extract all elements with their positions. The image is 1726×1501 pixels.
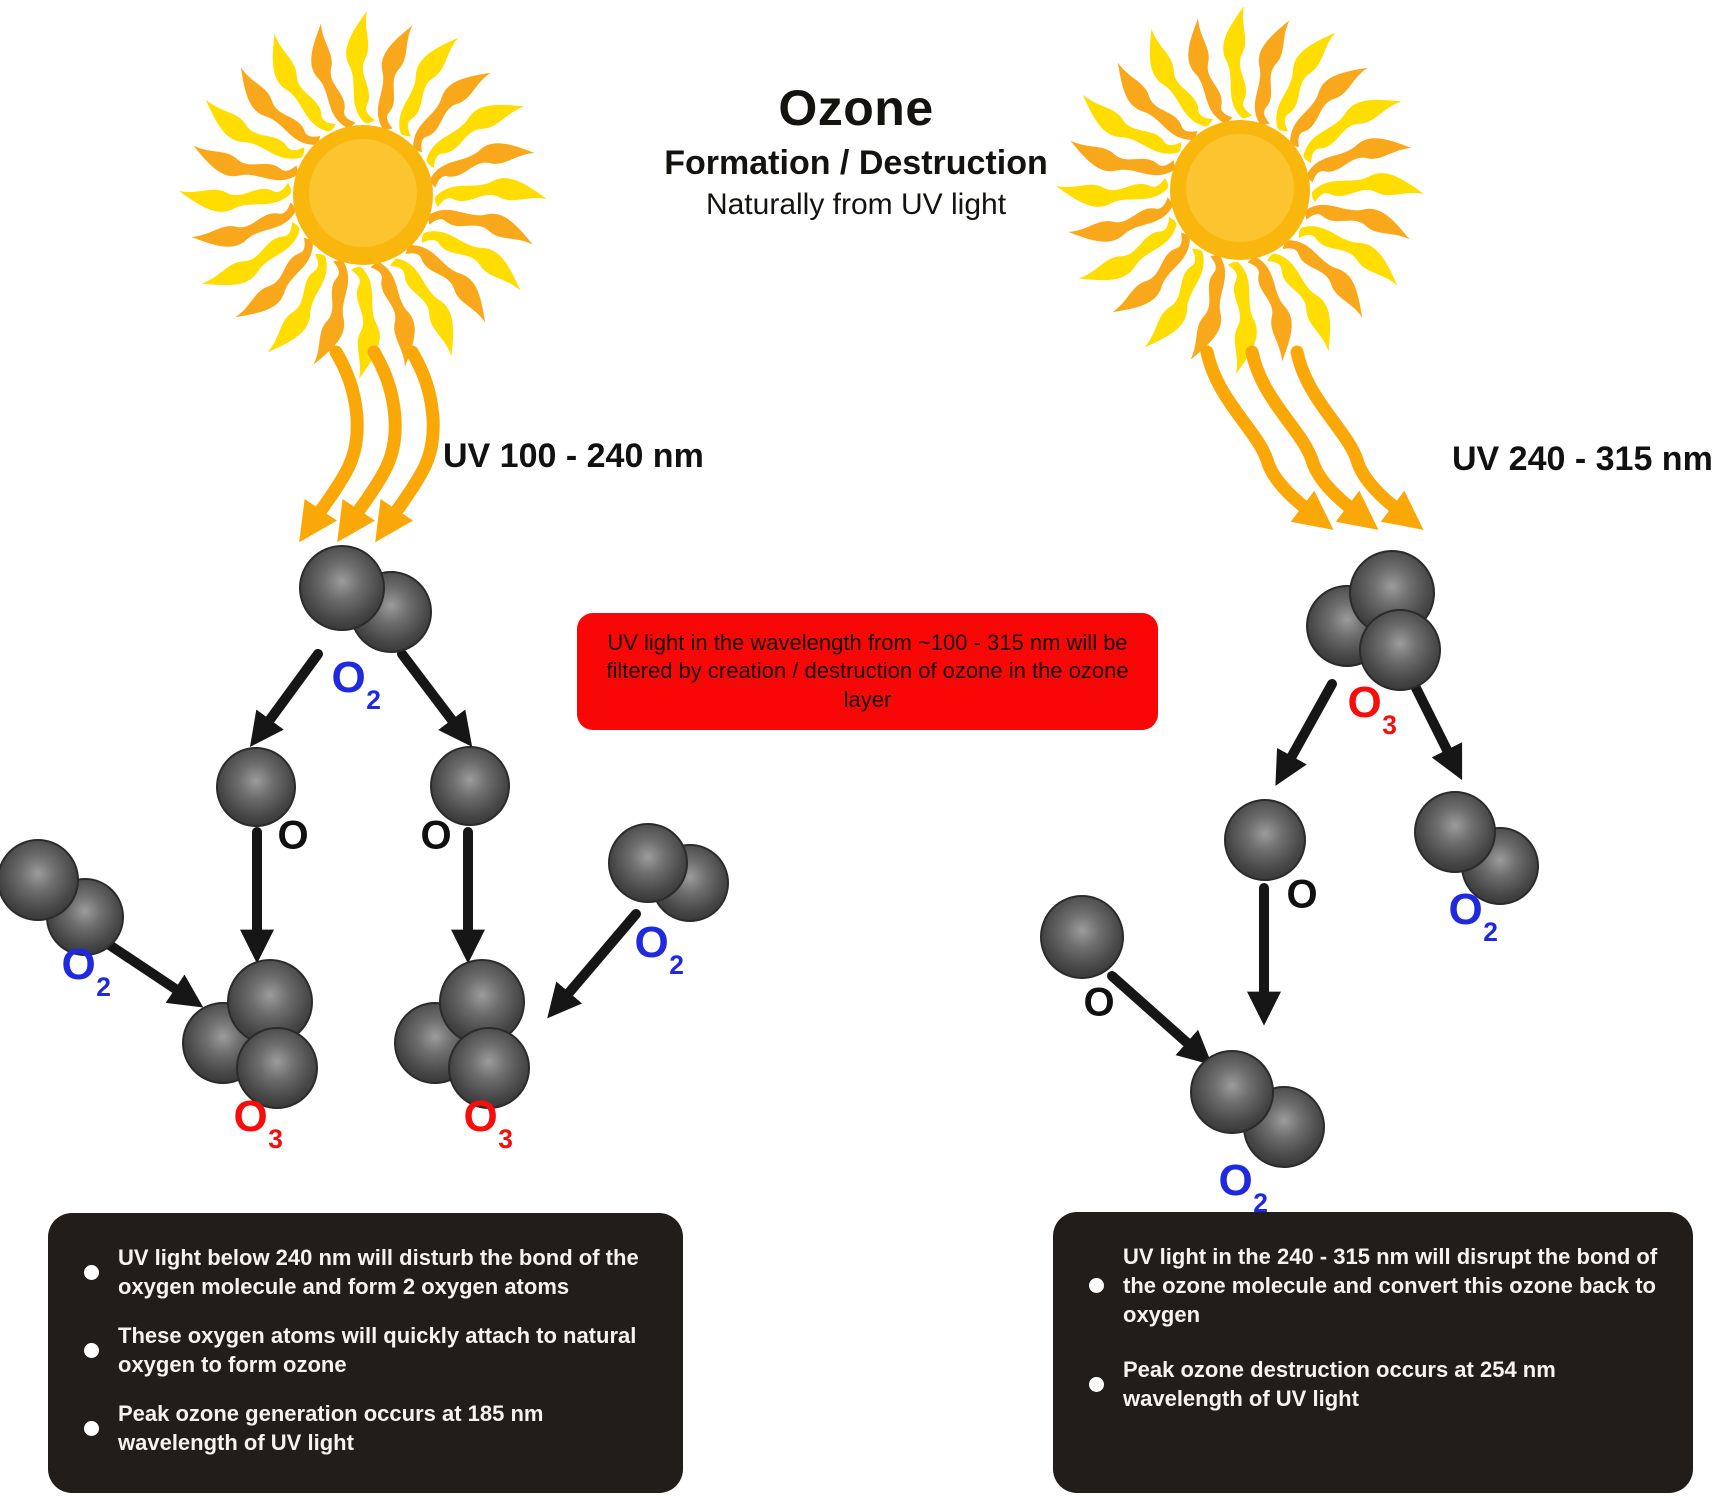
page-title: Ozone <box>778 80 934 136</box>
molecule-o2-feed-right <box>608 823 729 922</box>
bullet-dot-icon <box>84 1342 99 1358</box>
note-text: Peak ozone generation occurs at 185 nm w… <box>118 1401 544 1456</box>
note-text: UV light in the 240 - 315 nm will disrup… <box>1123 1244 1658 1328</box>
label-o2-feed-right: O2 <box>634 918 684 981</box>
list-item: UV light below 240 nm will disturb the b… <box>84 1243 659 1301</box>
arrow-o3-to-o2 <box>1409 679 1463 781</box>
label-o3-source: O3 <box>1347 678 1397 741</box>
label-o-right: O <box>420 813 452 858</box>
arrow-free-o-to-o2 <box>1107 971 1213 1066</box>
sun-left-icon <box>179 11 547 379</box>
uv-rays-left-icon <box>299 345 440 543</box>
molecule-o3-product-right <box>394 959 530 1109</box>
page-tagline: Naturally from UV light <box>705 188 1007 222</box>
list-item: UV light in the 240 - 315 nm will disrup… <box>1089 1242 1669 1329</box>
arrow-o2-feed-left <box>103 939 204 1008</box>
uv-band-label-left: UV 100 - 240 nm <box>443 437 704 475</box>
label-o-left: O <box>277 813 309 858</box>
list-item: Peak ozone destruction occurs at 254 nm … <box>1089 1355 1669 1413</box>
molecule-o-split <box>1224 799 1306 881</box>
note-text: Peak ozone destruction occurs at 254 nm … <box>1123 1357 1556 1412</box>
arrow-o3-to-o <box>1275 679 1337 786</box>
molecule-o2-feed-left <box>0 839 124 956</box>
notes-formation-box: UV light below 240 nm will disturb the b… <box>48 1213 683 1493</box>
note-text: UV light below 240 nm will disturb the b… <box>118 1245 639 1300</box>
molecule-o3-product-left <box>182 959 318 1109</box>
page-subtitle: Formation / Destruction <box>664 144 1048 182</box>
molecule-o3-source <box>1306 550 1441 691</box>
label-o-free: O <box>1083 980 1115 1025</box>
label-o-split: O <box>1286 872 1318 917</box>
note-text: These oxygen atoms will quickly attach t… <box>118 1323 637 1378</box>
notes-destruction-box: UV light in the 240 - 315 nm will disrup… <box>1053 1212 1693 1493</box>
molecule-o-free <box>1040 895 1124 979</box>
label-o2-feed-left: O2 <box>61 940 111 1003</box>
bullet-dot-icon <box>1089 1376 1104 1392</box>
molecule-o-left <box>216 747 296 827</box>
label-o2-source: O2 <box>331 653 381 716</box>
molecule-o2-source <box>299 545 432 653</box>
label-o2-split: O2 <box>1448 885 1498 948</box>
molecule-o2-split <box>1414 791 1539 905</box>
molecule-o2-product <box>1190 1050 1325 1168</box>
bullet-dot-icon <box>84 1264 99 1280</box>
label-o3-product-right: O3 <box>463 1092 513 1155</box>
arrow-o2-feed-right <box>547 909 641 1019</box>
reaction-arrows <box>103 649 1463 1066</box>
callout-text: UV light in the wavelength from ~100 - 3… <box>606 630 1129 712</box>
label-o2-product: O2 <box>1218 1156 1268 1219</box>
bullet-dot-icon <box>84 1420 99 1436</box>
label-o3-product-left: O3 <box>233 1092 283 1155</box>
title-block: Ozone Formation / Destruction Naturally … <box>516 80 1196 222</box>
list-item: These oxygen atoms will quickly attach t… <box>84 1321 659 1379</box>
callout-box: UV light in the wavelength from ~100 - 3… <box>577 613 1158 730</box>
uv-band-label-right: UV 240 - 315 nm <box>1452 440 1713 478</box>
arrow-o2-to-o-right <box>397 649 473 747</box>
molecule-o-right <box>430 746 510 826</box>
bullet-dot-icon <box>1089 1278 1104 1294</box>
arrow-o2-to-o-left <box>249 649 323 747</box>
uv-rays-right-icon <box>1200 345 1424 530</box>
list-item: Peak ozone generation occurs at 185 nm w… <box>84 1399 659 1457</box>
